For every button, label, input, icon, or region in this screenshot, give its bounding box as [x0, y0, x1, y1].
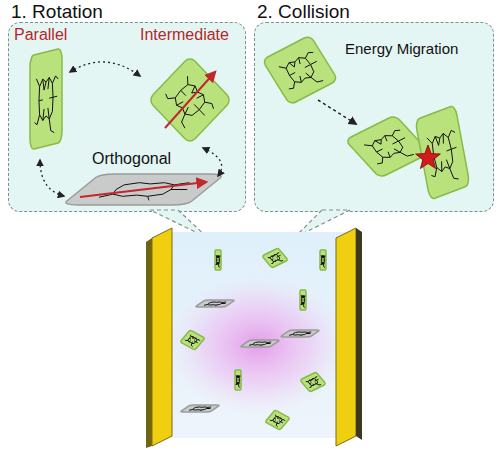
- donor-molecule: [262, 35, 338, 105]
- rotation-arrow: [40, 160, 64, 196]
- panel-title: 1. Rotation: [11, 1, 103, 23]
- process-label: Energy Migration: [345, 40, 458, 57]
- acceptor-molecule: [415, 105, 470, 200]
- collision-star: [416, 145, 441, 169]
- parallel-molecule: [30, 48, 62, 150]
- orthogonal-molecule: [62, 174, 225, 205]
- intermediate-molecule: [148, 56, 232, 144]
- orientation-label: Orthogonal: [92, 150, 171, 168]
- panel-title: 2. Collision: [257, 1, 350, 23]
- orientation-label: Parallel: [14, 26, 67, 44]
- rotation-arrow: [70, 62, 140, 76]
- dipole-arrow: [80, 182, 206, 197]
- orientation-label: Intermediate: [140, 26, 229, 44]
- rotation-arrow: [203, 148, 222, 176]
- migration-arrow: [318, 100, 356, 124]
- dipole-arrow: [165, 72, 215, 128]
